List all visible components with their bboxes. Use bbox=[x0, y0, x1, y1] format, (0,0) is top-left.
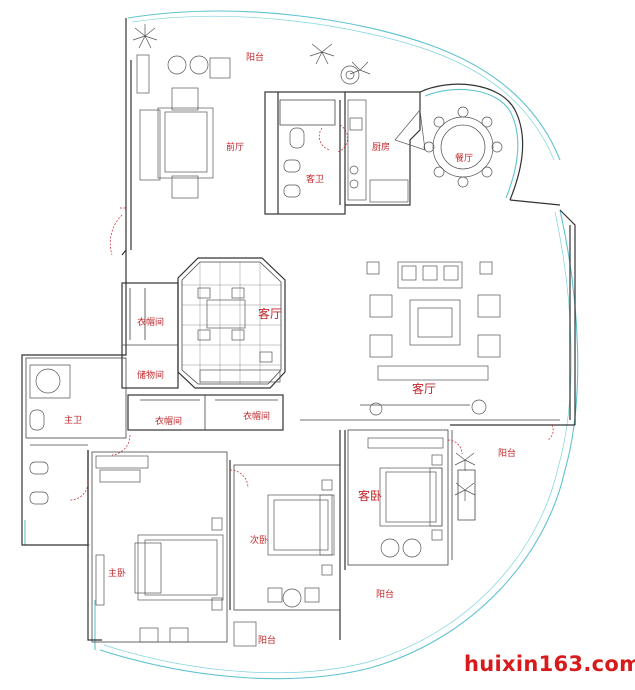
label-balcony-right: 阳台 bbox=[498, 447, 516, 459]
label-master-bath: 主卫 bbox=[64, 414, 82, 426]
small-living-tiles bbox=[182, 262, 281, 384]
label-balcony-top: 阳台 bbox=[246, 51, 264, 63]
plants bbox=[132, 24, 476, 501]
left-closets bbox=[121, 282, 284, 431]
room-labels: 阳台 前厅 客卫 厨房 餐厅 衣帽间 客厅 储物间 客厅 主卫 衣帽间 衣帽间 … bbox=[64, 51, 516, 646]
label-balcony-bottom-mid: 阳台 bbox=[376, 588, 394, 600]
plant-icon bbox=[132, 24, 158, 49]
small-living-room bbox=[177, 257, 286, 389]
doors bbox=[69, 124, 554, 501]
master-bath bbox=[25, 357, 127, 505]
second-bedroom bbox=[233, 464, 341, 647]
plant-icon bbox=[454, 452, 476, 471]
label-living-large: 客厅 bbox=[412, 381, 436, 396]
exterior-walls bbox=[21, 18, 576, 641]
front-hall-furniture bbox=[136, 54, 360, 199]
master-bedroom bbox=[91, 451, 228, 643]
upper-service-block bbox=[264, 91, 426, 215]
watermark: huixin163.com bbox=[464, 652, 635, 676]
label-storage: 储物间 bbox=[137, 369, 164, 381]
label-cloakroom-2: 衣帽间 bbox=[155, 415, 182, 427]
guest-bedroom bbox=[347, 429, 449, 566]
label-balcony-bottom: 阳台 bbox=[258, 634, 276, 646]
label-guest-bedroom: 客卧 bbox=[358, 488, 382, 503]
dining-area bbox=[419, 83, 524, 201]
label-guest-bath: 客卫 bbox=[306, 173, 324, 185]
large-living-room bbox=[300, 261, 560, 421]
plant-icon bbox=[454, 482, 476, 501]
label-master-bedroom: 主卧 bbox=[108, 567, 126, 579]
dining-chairs bbox=[423, 106, 503, 188]
label-cloakroom-1: 衣帽间 bbox=[137, 316, 164, 328]
plant-icon bbox=[349, 61, 371, 75]
right-balcony bbox=[451, 430, 476, 560]
label-cloakroom-3: 衣帽间 bbox=[243, 410, 270, 422]
label-kitchen: 厨房 bbox=[372, 141, 390, 153]
label-dining: 餐厅 bbox=[455, 152, 473, 164]
label-front-hall: 前厅 bbox=[226, 141, 244, 153]
plant-icon bbox=[309, 43, 335, 65]
label-second-bedroom: 次卧 bbox=[250, 534, 268, 546]
label-living-small: 客厅 bbox=[258, 306, 282, 321]
